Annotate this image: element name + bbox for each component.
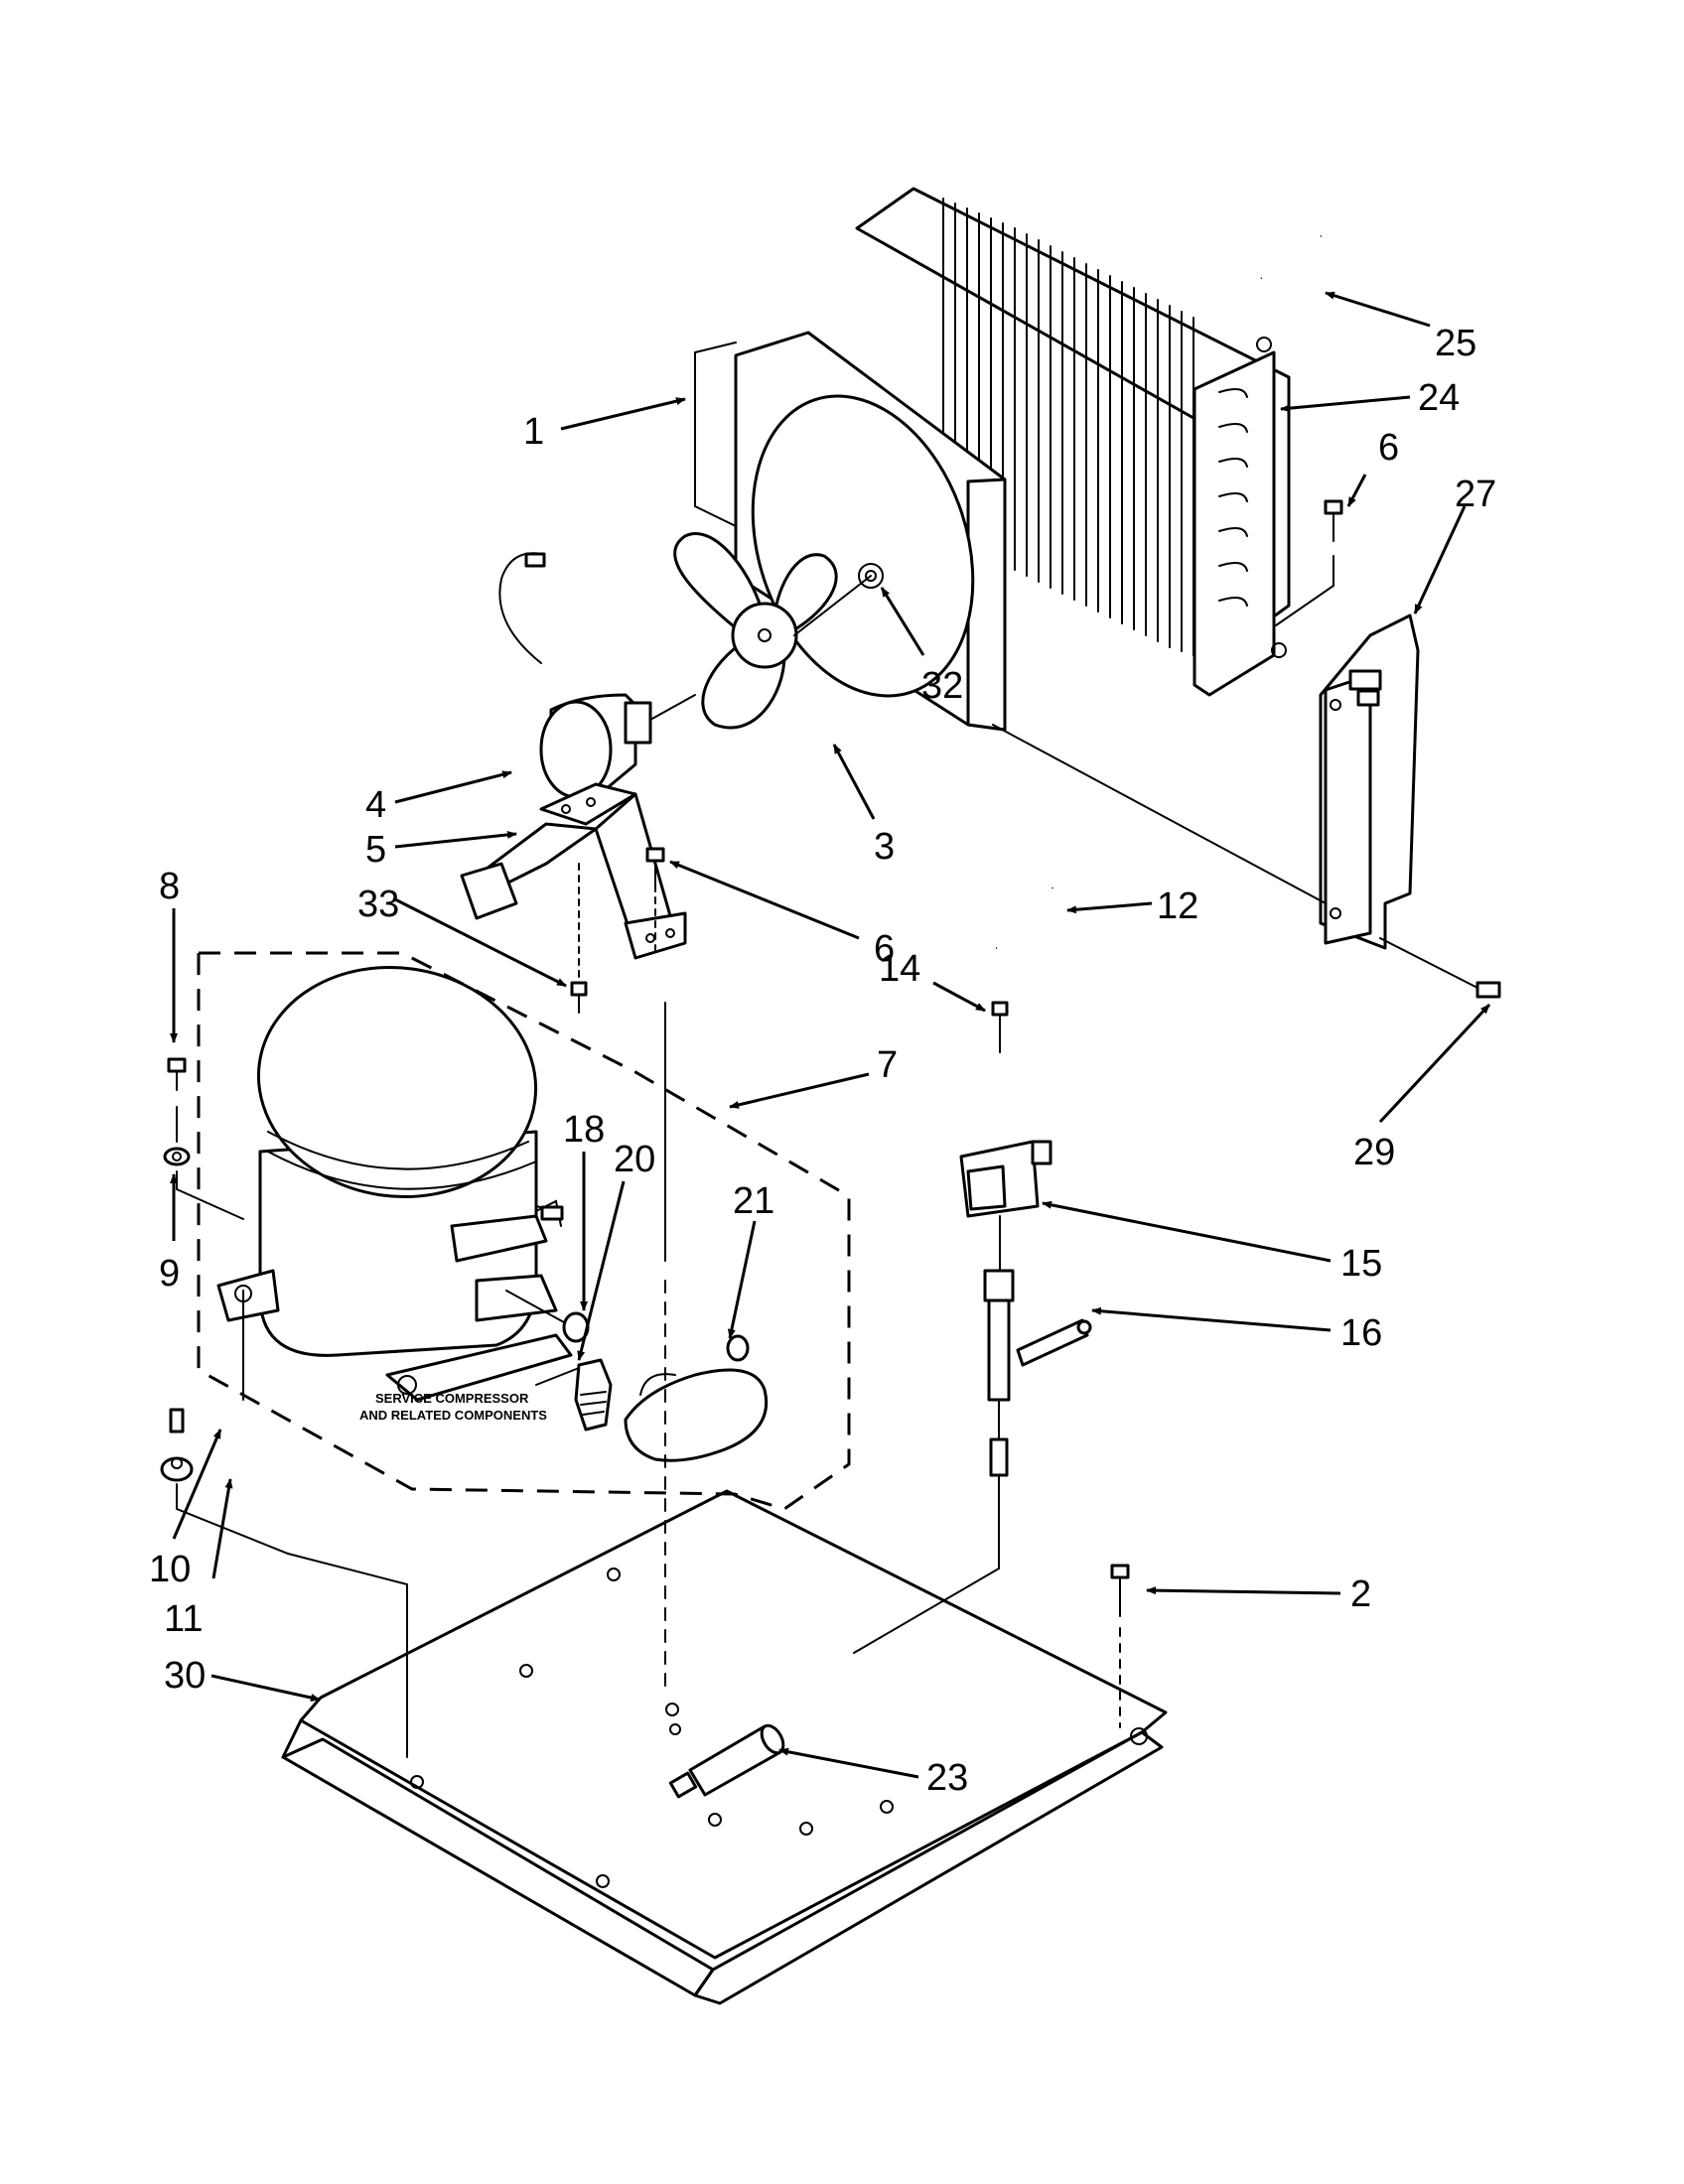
callout-14: 14 [879, 948, 920, 990]
callout-11: 11 [164, 1598, 203, 1640]
callout-8: 8 [159, 866, 180, 907]
compressor-assembly [197, 951, 851, 1511]
mounting-hardware [160, 1057, 408, 1758]
callout-20: 20 [614, 1139, 655, 1180]
callout-32: 32 [921, 665, 963, 707]
leader-lines [170, 291, 1491, 1779]
callout-12: 12 [1157, 886, 1198, 927]
screw-29 [1379, 937, 1501, 999]
callout-1: 1 [523, 411, 544, 453]
fan-blade [673, 532, 872, 730]
valve-bracket [1319, 614, 1420, 950]
callout-2: 2 [1350, 1573, 1371, 1615]
callout-7: 7 [877, 1044, 898, 1086]
callout-33: 33 [357, 884, 399, 925]
callout-24: 24 [1418, 377, 1460, 419]
callout-18: 18 [563, 1109, 605, 1151]
condenser-screw [1275, 499, 1343, 626]
callout-3: 3 [874, 826, 895, 868]
base-plate [281, 1489, 1168, 2005]
callout-25: 25 [1435, 323, 1476, 364]
callout-9: 9 [159, 1253, 180, 1295]
note-line-1: SERVICE COMPRESSOR [375, 1391, 529, 1406]
tube-25 [1223, 212, 1322, 280]
tube-12 [996, 887, 1056, 950]
overload-protector [505, 1290, 590, 1343]
callout-23: 23 [926, 1757, 968, 1799]
callout-5: 5 [365, 829, 386, 871]
callout-29: 29 [1353, 1132, 1395, 1173]
callout-30: 30 [164, 1655, 206, 1697]
bracket-screw [645, 847, 665, 954]
compressor-note: SERVICE COMPRESSOR AND RELATED COMPONENT… [359, 1391, 547, 1423]
callout-27: 27 [1455, 474, 1496, 515]
callout-15: 15 [1340, 1243, 1382, 1285]
callout-6-upper: 6 [1378, 427, 1399, 469]
condenser [855, 187, 1291, 697]
callout-10: 10 [149, 1549, 191, 1590]
fan-shroud [694, 331, 1007, 732]
filter-drier [668, 1723, 785, 1799]
callout-21: 21 [733, 1180, 774, 1222]
screw-2 [1110, 1564, 1130, 1728]
callout-labels: 1 2 3 4 5 6 6 7 8 9 10 11 12 14 15 16 18… [149, 323, 1496, 1799]
water-valve-assembly [853, 1001, 1092, 1654]
relay-cover [624, 1334, 769, 1462]
note-line-2: AND RELATED COMPONENTS [359, 1408, 547, 1423]
start-relay [535, 1358, 613, 1432]
motor-bracket [460, 782, 687, 960]
callout-16: 16 [1340, 1312, 1382, 1354]
fan-motor [498, 552, 696, 799]
callout-4: 4 [365, 784, 386, 826]
screw-33 [570, 863, 588, 1014]
callout-6-lower: 6 [874, 928, 895, 970]
condenser-fins [942, 198, 1194, 656]
